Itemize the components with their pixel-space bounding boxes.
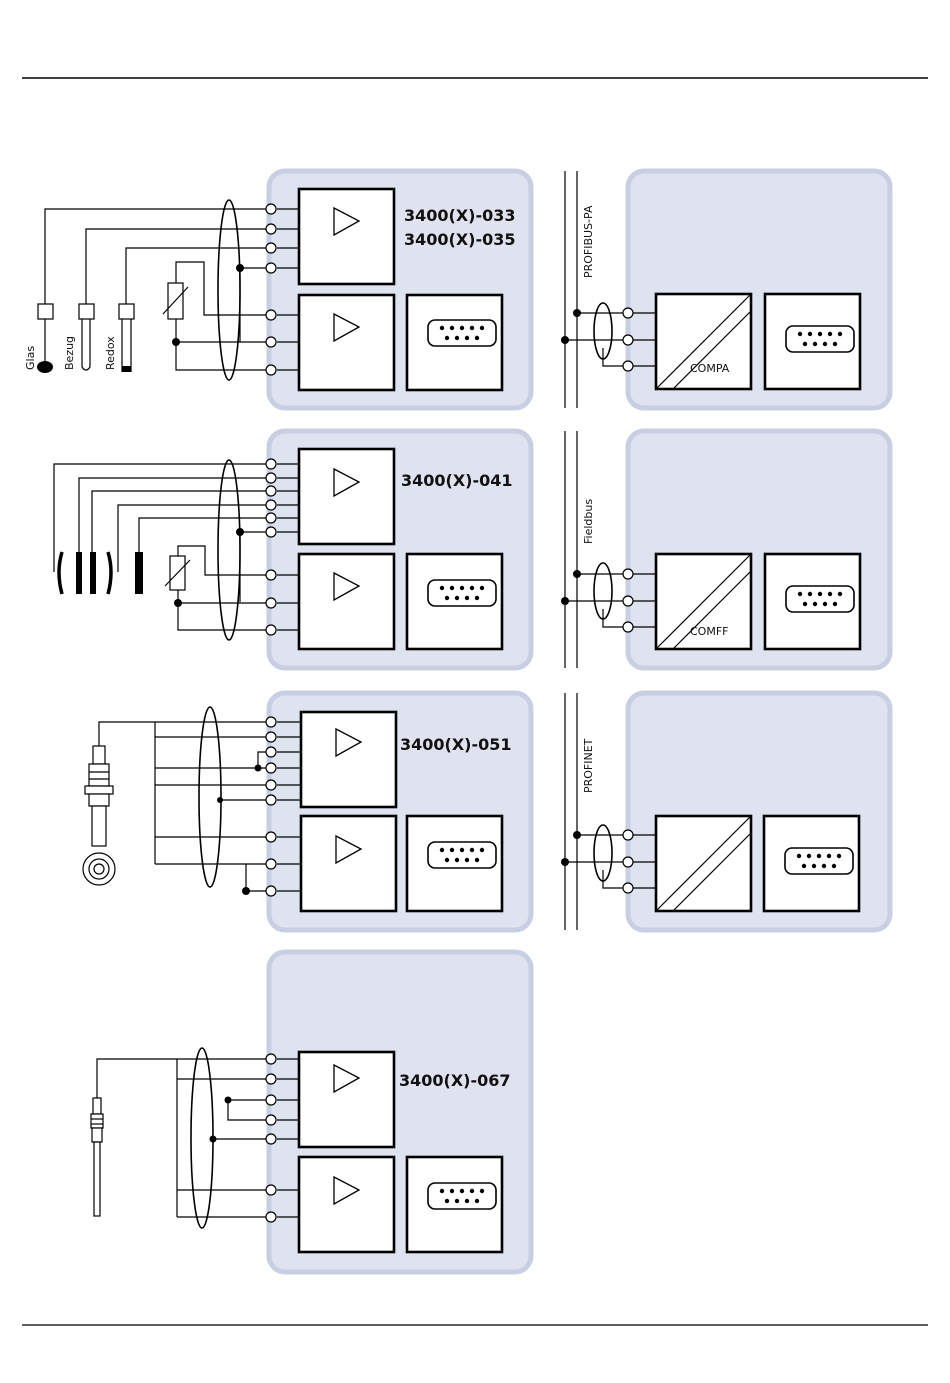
glass-electrode-bulb xyxy=(37,361,53,373)
module-051: 3400(X)-051 xyxy=(83,693,531,930)
model-label: 3400(X)-033 xyxy=(404,206,516,225)
bus-label: PROFIBUS-PA xyxy=(582,205,595,278)
model-label: 3400(X)-035 xyxy=(404,230,516,249)
coupler-label: COMFF xyxy=(690,625,728,638)
amplifier-box-lower xyxy=(301,816,396,911)
electrode-label-bezug: Bezug xyxy=(63,336,76,370)
module-033-035: 3400(X)-033 3400(X)-035 xyxy=(24,171,531,408)
model-label: 3400(X)-051 xyxy=(400,735,512,754)
bus-label: Fieldbus xyxy=(582,499,595,544)
model-label: 3400(X)-067 xyxy=(399,1071,511,1090)
probe-sensor xyxy=(91,1098,103,1216)
bus-profinet: PROFINET xyxy=(561,693,890,930)
conductivity-electrode xyxy=(90,552,96,594)
conductivity-electrode xyxy=(76,552,82,594)
electrode-label-redox: Redox xyxy=(104,336,117,370)
module-041: 3400(X)-041 xyxy=(54,431,531,668)
amplifier-box-upper xyxy=(299,449,394,544)
dsub-connector-icon xyxy=(785,848,853,874)
dsub-connector-icon xyxy=(428,842,496,868)
bus-fieldbus: Fieldbus COMFF xyxy=(561,431,890,668)
conductivity-electrode xyxy=(135,552,143,594)
amplifier-box-lower xyxy=(299,554,394,649)
dsub-connector-icon xyxy=(428,580,496,606)
dsub-connector-icon xyxy=(428,320,496,346)
amplifier-box-upper xyxy=(299,189,394,284)
model-label: 3400(X)-041 xyxy=(401,471,513,490)
bus-label: PROFINET xyxy=(582,738,595,793)
dsub-connector-icon xyxy=(428,1183,496,1209)
electrode-label-glas: Glas xyxy=(24,346,37,370)
dsub-connector-icon xyxy=(786,586,854,612)
amplifier-box-lower xyxy=(299,1157,394,1252)
oxygen-sensor xyxy=(83,746,115,885)
amplifier-box-upper xyxy=(299,1052,394,1147)
amplifier-box-upper xyxy=(301,712,396,807)
bus-profibus-pa: PROFIBUS-PA COMPA xyxy=(561,171,890,408)
module-067: 3400(X)-067 xyxy=(91,952,531,1272)
dsub-connector-icon xyxy=(786,326,854,352)
amplifier-box-lower xyxy=(299,295,394,390)
coupler-label: COMPA xyxy=(690,362,730,375)
